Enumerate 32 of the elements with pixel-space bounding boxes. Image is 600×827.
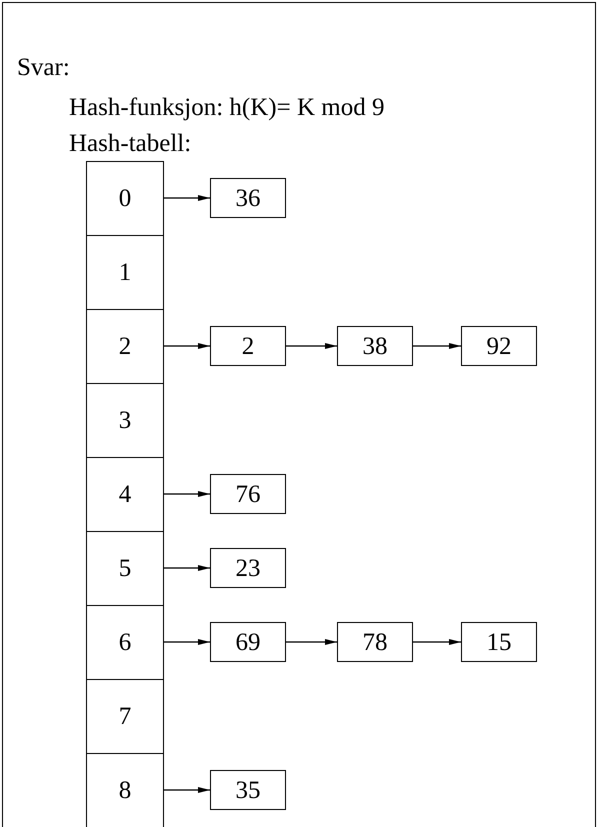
table-slot: 4 (86, 457, 164, 532)
list-node: 69 (210, 622, 286, 662)
arrow (164, 491, 210, 497)
list-node: 2 (210, 326, 286, 366)
arrow (164, 343, 210, 349)
list-node: 38 (337, 326, 413, 366)
arrow (286, 343, 337, 349)
list-node: 78 (337, 622, 413, 662)
list-node: 36 (210, 178, 286, 218)
arrow (413, 639, 461, 645)
arrow (164, 639, 210, 645)
formula: Hash-funksjon: h(K)= K mod 9 (69, 95, 384, 120)
table-slot: 7 (86, 679, 164, 754)
heading: Svar: (17, 55, 70, 80)
list-node: 92 (461, 326, 537, 366)
arrow (164, 565, 210, 571)
arrow (164, 787, 210, 793)
table-slot: 8 (86, 753, 164, 827)
table-slot: 0 (86, 161, 164, 236)
table-slot: 3 (86, 383, 164, 458)
table-slot: 6 (86, 605, 164, 680)
arrow (164, 195, 210, 201)
list-node: 35 (210, 770, 286, 810)
table-slot: 2 (86, 309, 164, 384)
arrow (413, 343, 461, 349)
table-slot: 5 (86, 531, 164, 606)
table-slot: 1 (86, 235, 164, 310)
list-node: 76 (210, 474, 286, 514)
arrow (286, 639, 337, 645)
list-node: 23 (210, 548, 286, 588)
list-node: 15 (461, 622, 537, 662)
heading: Hash-tabell: (69, 131, 192, 156)
